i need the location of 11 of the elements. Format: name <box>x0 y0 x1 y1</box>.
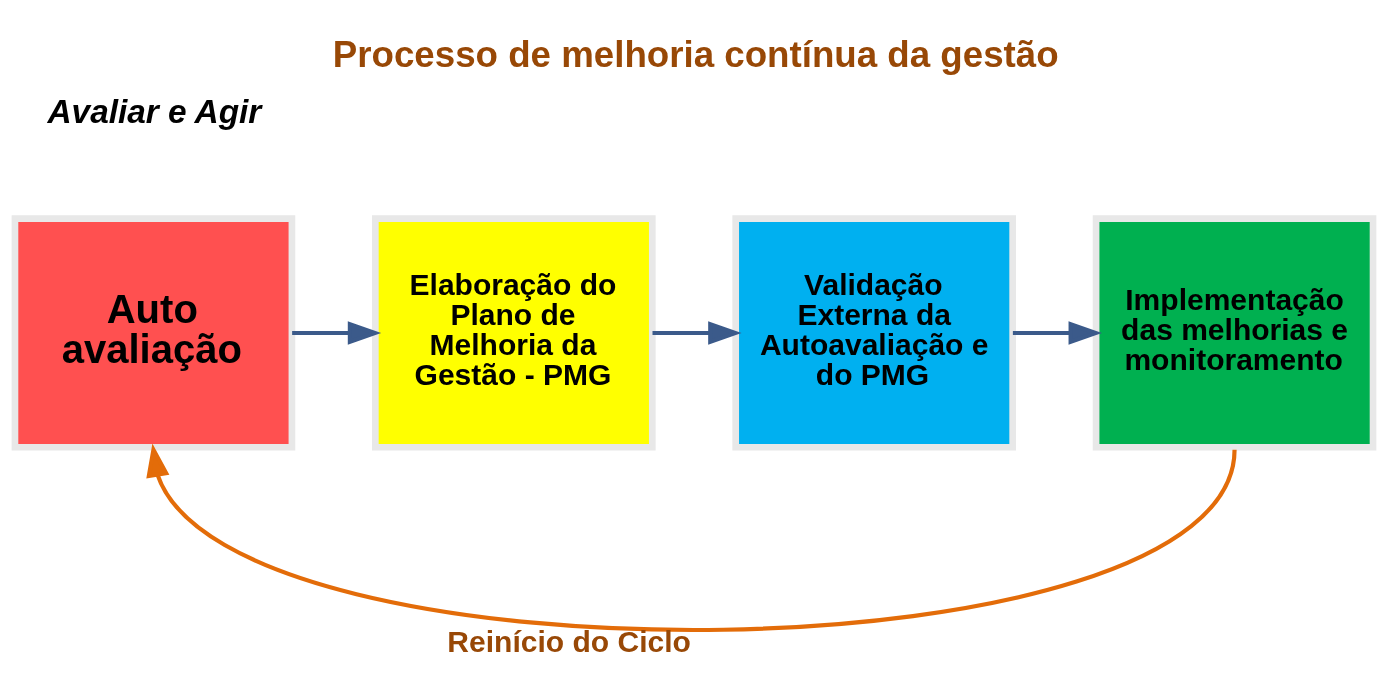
arrow <box>1012 321 1102 345</box>
node-box: Implementação das melhorias e monitoramento <box>1092 215 1377 451</box>
edge-label: Reinício do Ciclo <box>447 625 691 659</box>
node-box: Validação Externa da Autoavaliação e do PMG <box>732 215 1016 451</box>
label: Avaliar e Agir <box>47 92 262 130</box>
diagram-title: Processo de melhoria contínua da gestão <box>332 34 1059 76</box>
arrow <box>146 443 1237 632</box>
node-box: Auto avaliação <box>11 215 296 451</box>
arrow <box>652 321 742 345</box>
arrow <box>292 321 382 345</box>
node-box: Elaboração do Plano de Melhoria da Gestão - PMG <box>372 215 656 451</box>
